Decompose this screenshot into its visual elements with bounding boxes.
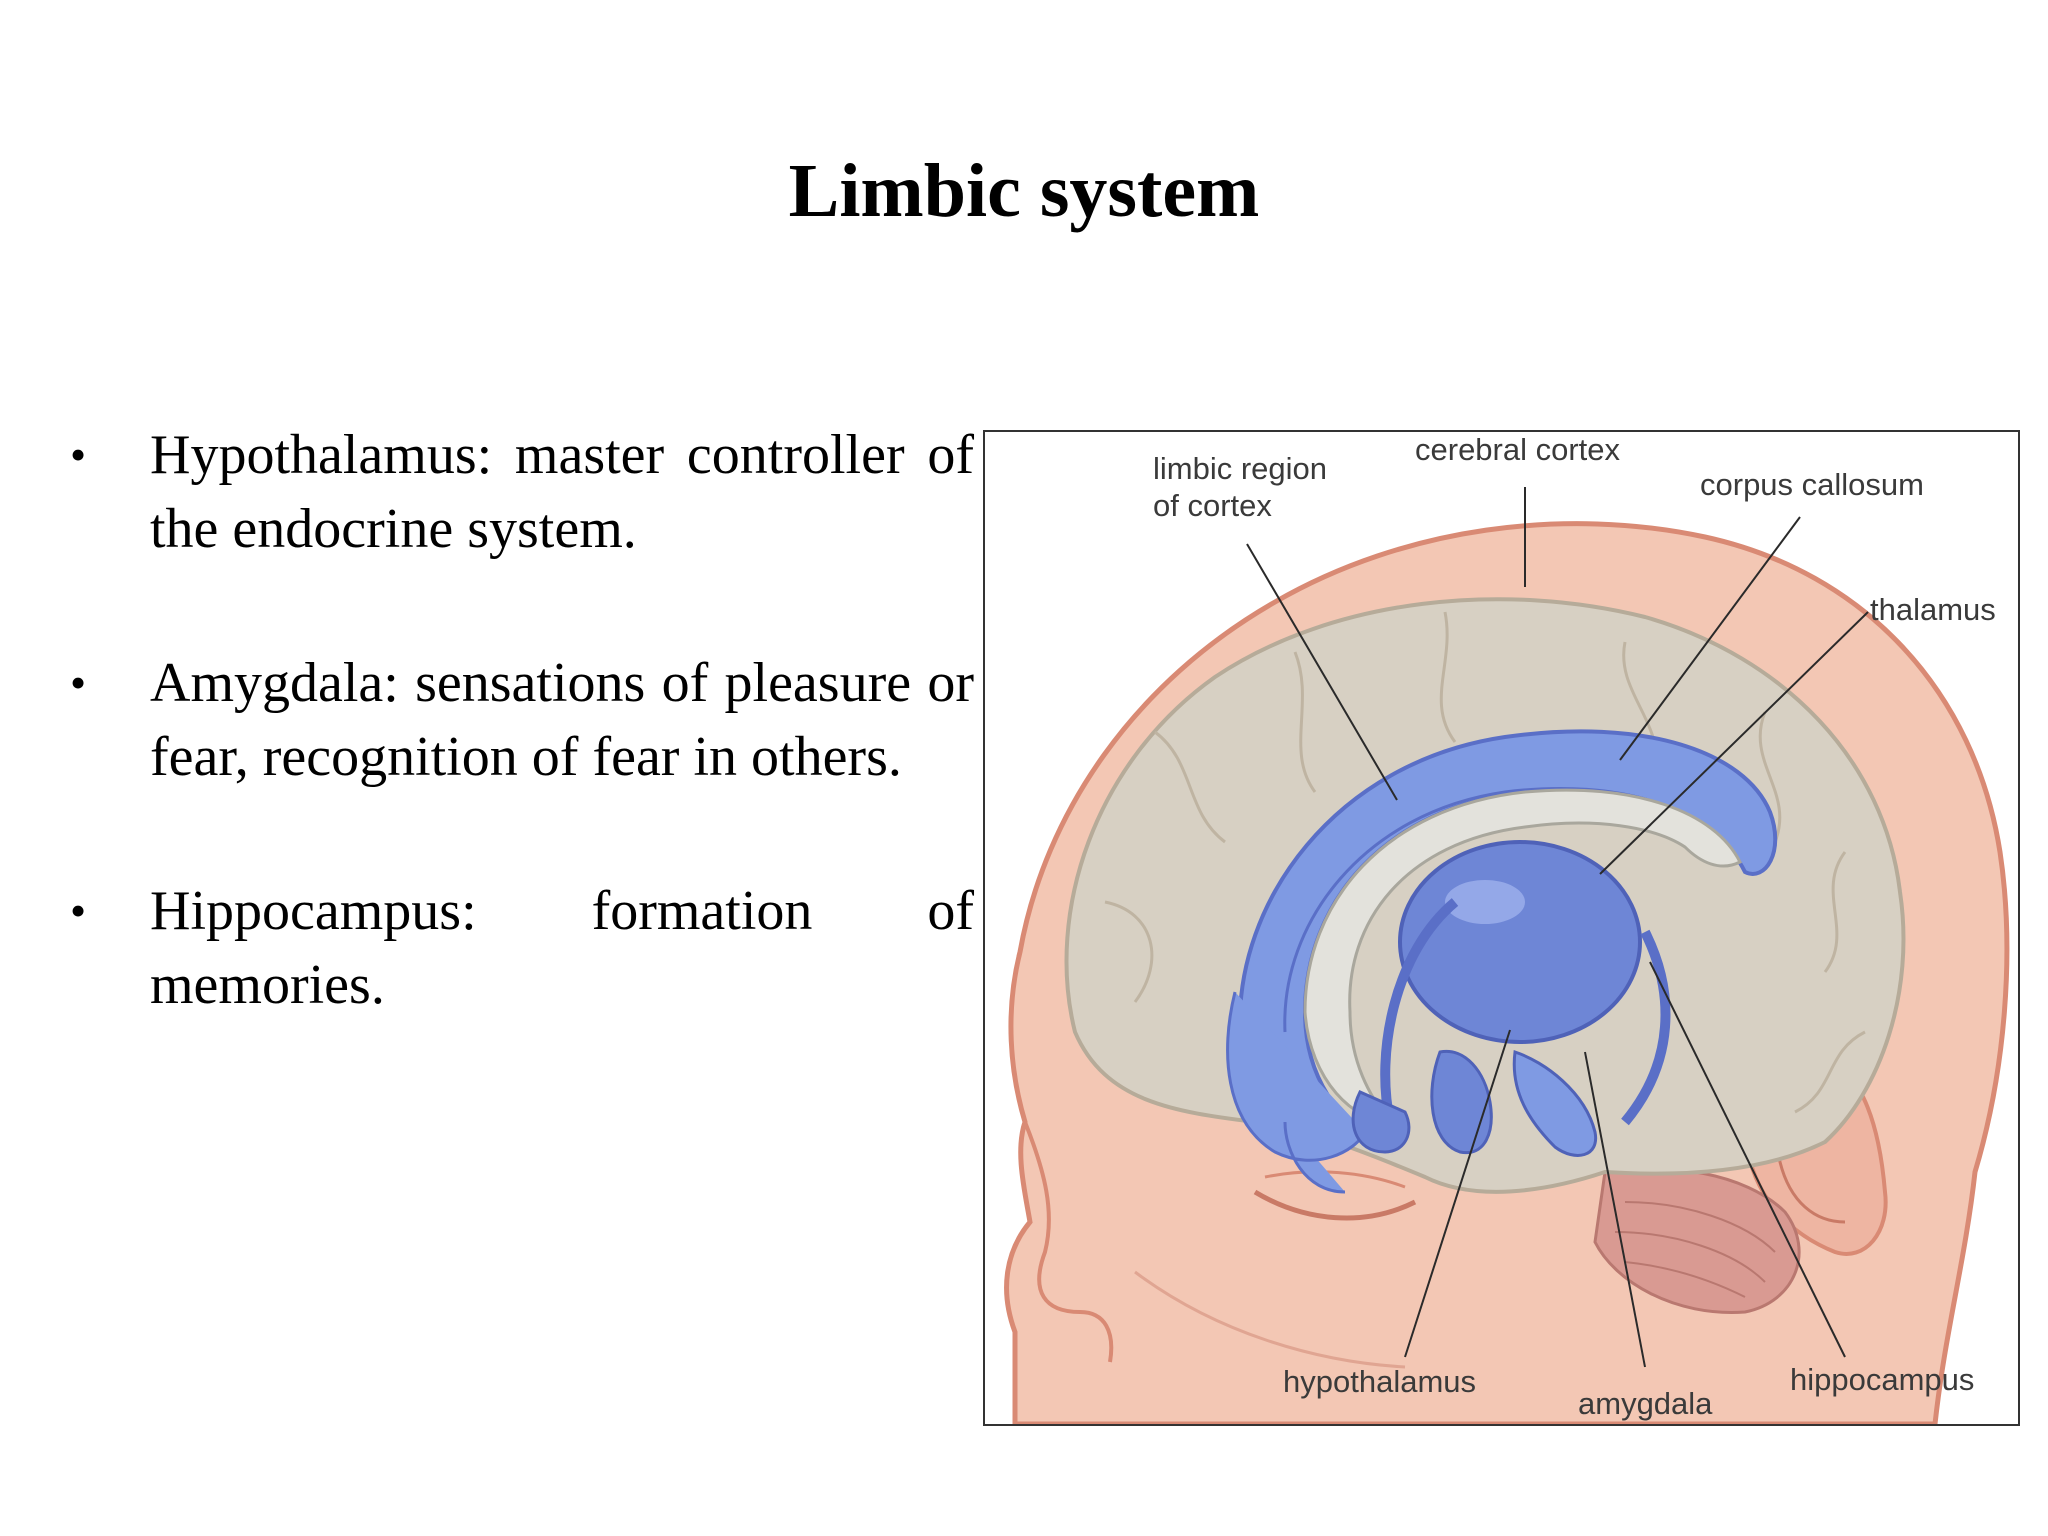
bullet-list: • Hypothalamus: master controller of the…	[70, 418, 974, 1102]
cerebellum-folds	[1614, 1201, 1776, 1298]
thalamus	[1398, 840, 1642, 1044]
bullet-hypothalamus: • Hypothalamus: master controller of the…	[70, 418, 974, 566]
thalamus-highlight	[1445, 880, 1525, 924]
label-thalamus: thalamus	[1870, 592, 1996, 627]
label-hippocampus: hippocampus	[1790, 1362, 1974, 1397]
slide-title: Limbic system	[788, 149, 1260, 233]
bullet-text: Hypothalamus: master controller of the e…	[150, 424, 974, 560]
limbic-lower-lobes	[1226, 991, 1367, 1194]
bullet-hippocampus: • Hippocampus: formation of memories.	[70, 874, 974, 1022]
label-limbic-region-line1: limbic region	[1153, 451, 1327, 486]
brain-gyri	[1104, 611, 1866, 1114]
limbic-system-diagram: limbic region of cortex cerebral cortex …	[983, 430, 2020, 1426]
bullet-text: Amygdala: sensations of pleasure or fear…	[150, 652, 974, 788]
diagram-svg: limbic region of cortex cerebral cortex …	[1004, 432, 2010, 1424]
bullet-glyph: •	[70, 885, 87, 936]
leader-hippocampus	[1649, 961, 1846, 1358]
label-limbic-region-line2: of cortex	[1153, 488, 1272, 523]
bullet-glyph: •	[70, 429, 87, 480]
bullet-amygdala: • Amygdala: sensations of pleasure or fe…	[70, 646, 974, 794]
leader-thalamus	[1599, 611, 1869, 875]
leader-amygdala	[1584, 1051, 1646, 1368]
closed-eye	[1253, 1189, 1417, 1221]
leader-limbic-region	[1246, 543, 1398, 801]
cheek-line	[1134, 1270, 1406, 1369]
nose-outline	[1023, 1121, 1114, 1363]
label-amygdala: amygdala	[1578, 1386, 1713, 1421]
leader-hypothalamus	[1404, 1029, 1511, 1358]
bullet-glyph: •	[70, 657, 87, 708]
label-hypothalamus: hypothalamus	[1283, 1364, 1476, 1399]
bullet-text: Hippocampus: formation of memories.	[150, 880, 974, 1016]
eyelid	[1264, 1170, 1406, 1189]
label-corpus-callosum: corpus callosum	[1700, 467, 1924, 502]
hippocampus-shape	[1512, 1049, 1598, 1157]
fornix	[1380, 898, 1671, 1126]
leader-corpus-callosum	[1619, 516, 1801, 761]
hypothalamus-shape	[1351, 1090, 1411, 1154]
amygdala-shape	[1430, 1049, 1493, 1155]
label-cerebral-cortex: cerebral cortex	[1415, 432, 1621, 467]
